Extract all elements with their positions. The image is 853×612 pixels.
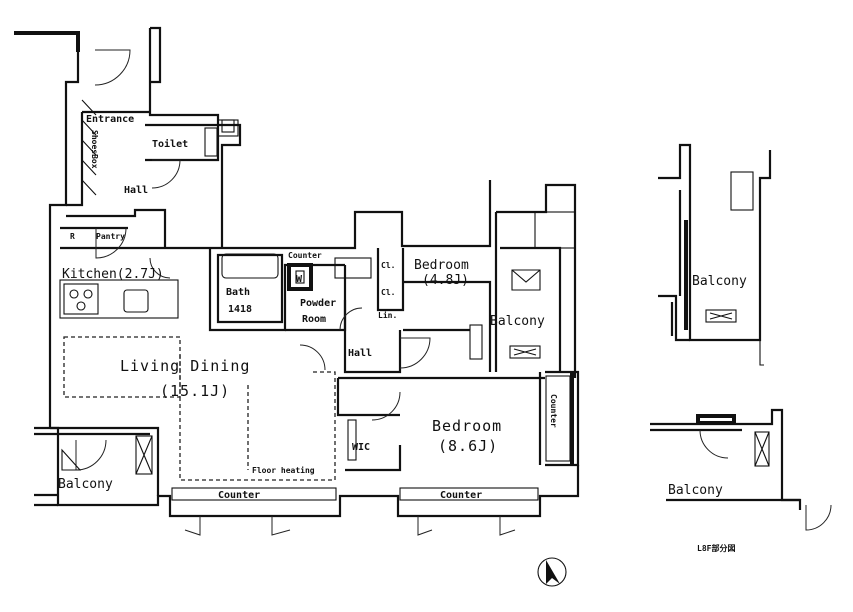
toilet-label: Toilet [152, 138, 188, 150]
hall-mid-label: Hall [348, 348, 372, 359]
closet-2-label: Cl. [381, 288, 395, 297]
north-arrow-icon [537, 557, 567, 587]
kitchen-label: Kitchen(2.7J) [62, 267, 164, 282]
bedroom-small-size-label: (4.8J) [422, 273, 469, 288]
bedroom-large-size-label: (8.6J) [438, 437, 498, 455]
bedroom-small-label: Bedroom [414, 258, 469, 273]
inset-caption: L8F部分図 [697, 543, 735, 553]
room-labels: Entrance ShoesBox Toilet Hall Pantry R K… [58, 114, 558, 501]
bath-label: Bath [226, 287, 250, 298]
wic-label: WIC [352, 442, 370, 453]
counter-living-label: Counter [218, 490, 260, 501]
balcony-inset-bottom-label: Balcony [668, 483, 723, 498]
balcony-right-label: Balcony [490, 314, 545, 329]
counters [171, 375, 571, 501]
bath-size-label: 1418 [228, 304, 252, 315]
bedroom-large-label: Bedroom [432, 417, 502, 435]
r-mark-label: R [70, 232, 75, 241]
pantry-label: Pantry [96, 232, 125, 241]
interior-walls [60, 110, 562, 472]
balcony-inset-top-label: Balcony [692, 274, 747, 289]
inset-balcony-bottom: Balcony [650, 408, 832, 531]
powder-room-label-2: Room [302, 314, 326, 325]
hall-top-label: Hall [124, 185, 148, 196]
balcony-left-label: Balcony [58, 477, 113, 492]
shoes-box-label: ShoesBox [90, 130, 99, 169]
fixtures [59, 99, 576, 475]
counter-side-label: Counter [549, 394, 558, 428]
entrance-label: Entrance [86, 114, 134, 125]
living-dining-label: Living Dining [120, 357, 250, 375]
linen-label: Lin. [378, 310, 397, 320]
inset-balcony-top: Balcony [658, 143, 772, 366]
counter-powder-label: Counter [288, 251, 322, 260]
door-swings [75, 49, 516, 536]
living-dining-size-label: (15.1J) [160, 382, 230, 400]
dashed-areas [63, 336, 336, 481]
w-mark-label: W [296, 274, 303, 285]
outer-walls [14, 26, 580, 518]
floor-heating-label: Floor heating [252, 465, 315, 475]
powder-room-label: Powder [300, 298, 336, 309]
counter-bedroom-label: Counter [440, 490, 482, 501]
closet-1-label: Cl. [381, 261, 395, 270]
